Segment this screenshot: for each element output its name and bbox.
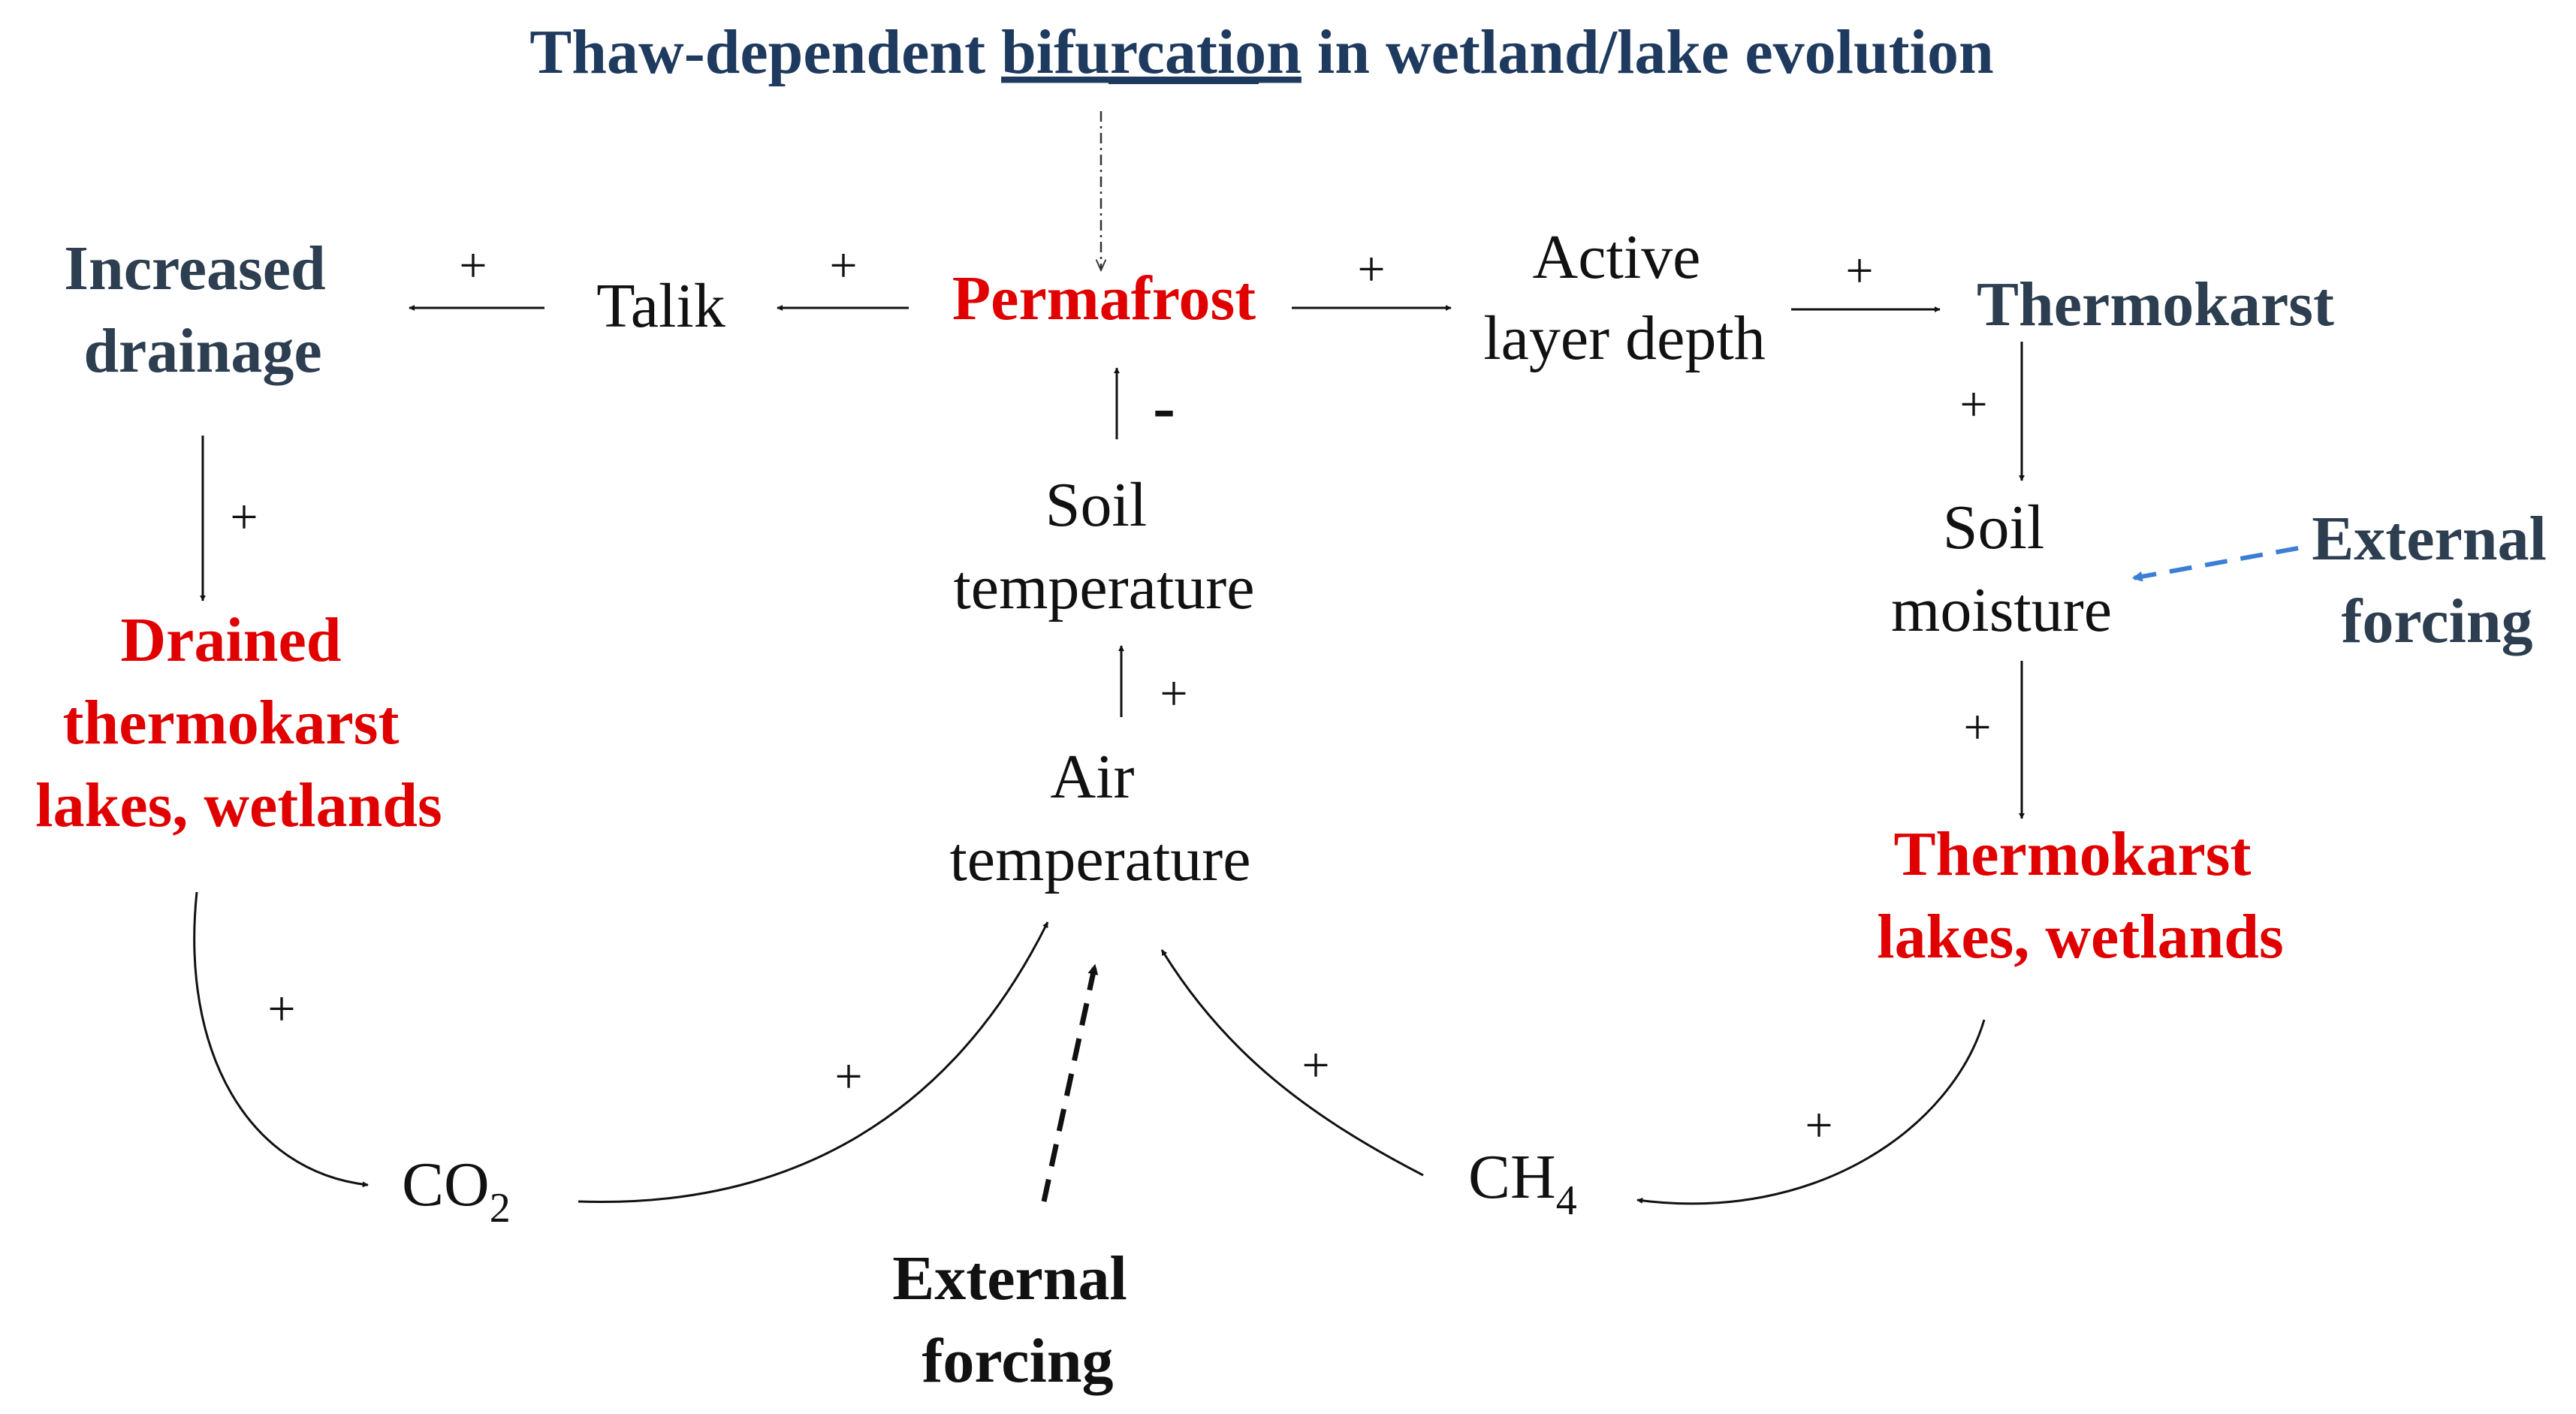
sign-co2-air: + bbox=[834, 1049, 862, 1104]
node-external-forcing-right: External forcing bbox=[2312, 504, 2562, 656]
sign-air-soil: + bbox=[1160, 666, 1187, 721]
node-thermokarst-lakes-wetlands: Thermokarst lakes, wetlands bbox=[1877, 819, 2283, 972]
arrow-external-forcing-to-air-temperature bbox=[1041, 963, 1099, 1202]
diagram-title: Thaw-dependent bifurcation in wetland/la… bbox=[529, 17, 1993, 87]
node-air-temperature: Air temperature bbox=[949, 742, 1250, 894]
node-external-forcing-bottom: External forcing bbox=[892, 1244, 1143, 1396]
node-permafrost: Permafrost bbox=[952, 264, 1256, 333]
node-active-layer-depth: Active layer depth bbox=[1483, 222, 1766, 373]
node-thermokarst: Thermokarst bbox=[1977, 270, 2334, 339]
sign-talik-drainage: + bbox=[459, 238, 487, 293]
arrow-ch4-to-air-temperature bbox=[1160, 949, 1424, 1177]
arrow-thermokarst-lakes-to-ch4 bbox=[1636, 1019, 1986, 1205]
sign-active-layer-thermokarst: + bbox=[1845, 243, 1873, 298]
sign-lakes-ch4: + bbox=[1805, 1098, 1832, 1153]
node-soil-moisture: Soil moisture bbox=[1891, 493, 2112, 645]
title-pre: Thaw-dependent bbox=[529, 17, 1001, 87]
node-co2: CO2 bbox=[402, 1150, 511, 1232]
sign-thermokarst-moisture: + bbox=[1959, 377, 1987, 432]
title-post: in wetland/lake evolution bbox=[1302, 17, 1994, 87]
sign-moisture-lakes: + bbox=[1963, 700, 1991, 755]
sign-permafrost-active-layer: + bbox=[1357, 242, 1385, 297]
node-soil-temperature: Soil temperature bbox=[953, 470, 1254, 623]
node-drained-thermokarst-lakes: Drained thermokarst lakes, wetlands bbox=[35, 605, 442, 840]
node-increased-drainage: Increased drainage bbox=[64, 234, 341, 386]
node-ch4: CH4 bbox=[1468, 1142, 1577, 1224]
arrow-drained-lakes-to-co2 bbox=[193, 891, 369, 1188]
title-emphasis: bifurcation bbox=[1001, 17, 1302, 87]
sign-drainage-drained: + bbox=[230, 490, 258, 544]
node-talik: Talik bbox=[596, 271, 725, 341]
sign-ch4-air: + bbox=[1302, 1038, 1329, 1093]
sign-permafrost-talik: + bbox=[829, 238, 857, 293]
sign-drained-co2: + bbox=[267, 981, 295, 1036]
arrow-external-forcing-to-soil-moisture bbox=[2131, 546, 2299, 582]
sign-soil-temp-permafrost: - bbox=[1153, 370, 1175, 445]
arrow-co2-to-air-temperature bbox=[578, 921, 1049, 1204]
